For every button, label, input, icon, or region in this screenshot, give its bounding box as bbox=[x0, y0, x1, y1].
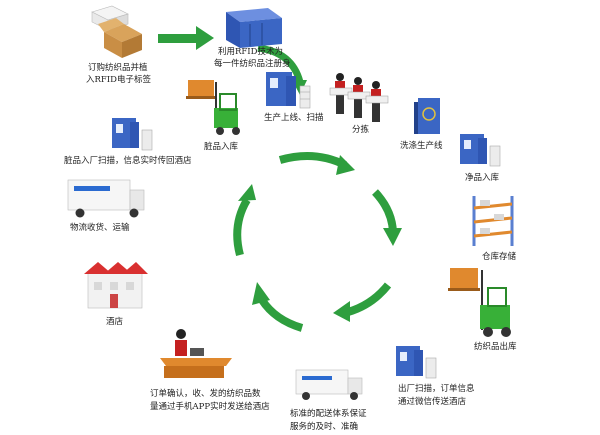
arrow-top bbox=[158, 26, 214, 50]
label-delivery-1: 标准的配送体系保证 bbox=[290, 409, 367, 419]
forklift-dirty-in bbox=[186, 80, 240, 135]
boxes-icon bbox=[91, 5, 142, 58]
label-line: 生产上线、扫描 bbox=[264, 113, 324, 123]
label-hotel: 酒店 bbox=[106, 317, 124, 327]
desk-worker-icon bbox=[160, 329, 232, 378]
label-scan-out-1: 出厂扫描，订单信息 bbox=[398, 384, 475, 394]
label-dirty-scan: 脏品入厂扫描，信息实时传回酒店 bbox=[64, 156, 192, 166]
washer-icon bbox=[414, 98, 440, 134]
label-storage: 仓库存储 bbox=[482, 252, 517, 262]
hotel-icon bbox=[84, 262, 148, 309]
shelf-icon bbox=[472, 196, 514, 246]
label-delivery-2: 服务的及时、准确 bbox=[290, 422, 359, 432]
label-order-2: 入RFID电子标签 bbox=[86, 75, 151, 85]
label-scan-out-2: 通过微信传送酒店 bbox=[398, 397, 467, 407]
label-dirty-in: 脏品入库 bbox=[204, 142, 239, 152]
label-wash: 洗涤生产线 bbox=[400, 141, 443, 151]
cycle-arrows bbox=[233, 152, 402, 332]
scanner-rack-dirty bbox=[112, 118, 153, 151]
scanner-rack-clean-in bbox=[460, 134, 501, 167]
label-clean-in: 净品入库 bbox=[465, 173, 500, 183]
label-register-2: 每一件纺织品注册身 bbox=[214, 59, 291, 69]
workers-icon bbox=[329, 73, 389, 122]
label-order-1: 订购纺织品并植 bbox=[88, 63, 148, 73]
label-logistics: 物流收货、运输 bbox=[70, 223, 130, 233]
scanner-rack-out bbox=[396, 346, 437, 379]
label-confirm-1: 订单确认，收、发的纺织品数 bbox=[150, 389, 261, 399]
scanner-rack-line bbox=[266, 72, 311, 109]
truck-logistics bbox=[67, 179, 145, 218]
label-register-1: 利用RFID技术为 bbox=[218, 47, 283, 57]
label-confirm-2: 量通过手机APP实时发送给酒店 bbox=[150, 402, 270, 412]
label-sort: 分拣 bbox=[352, 125, 370, 135]
forklift-out bbox=[448, 268, 511, 337]
label-out: 纺织品出库 bbox=[474, 342, 517, 352]
rfid-machine-icon bbox=[226, 8, 282, 48]
truck-delivery bbox=[295, 369, 363, 400]
